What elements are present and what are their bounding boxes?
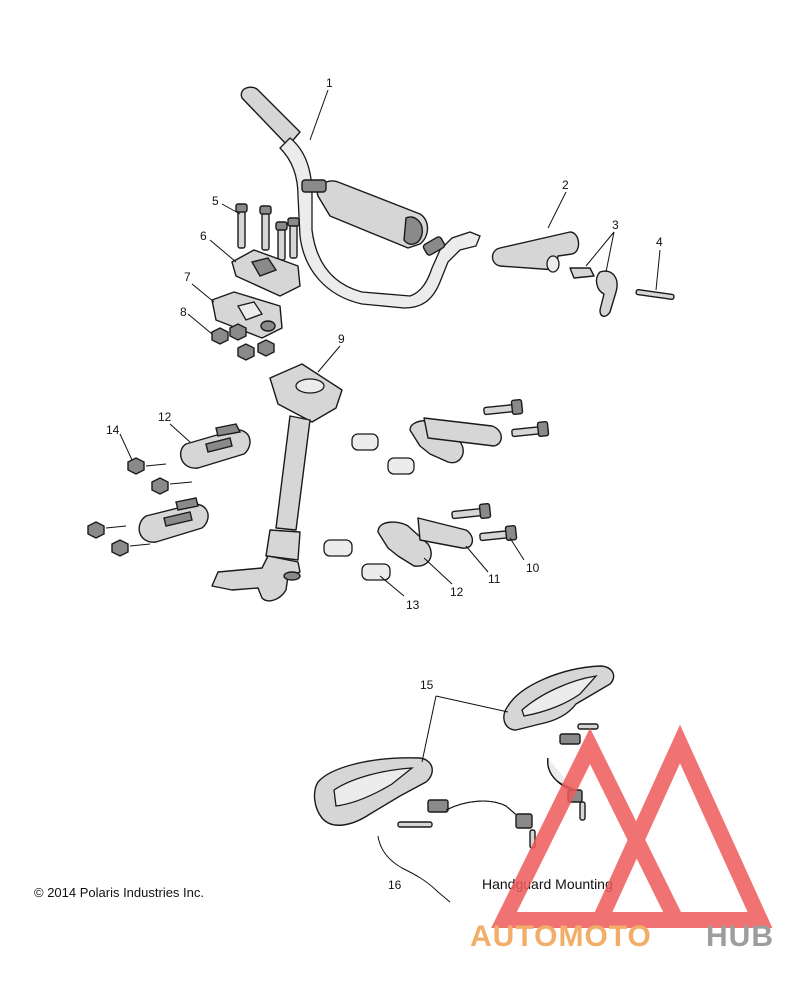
lower-right-clamp-set [323, 503, 518, 581]
lower-clamp-left [87, 423, 251, 557]
callout-12b: 12 [450, 585, 464, 599]
callout-2: 2 [562, 178, 569, 192]
callout-1: 1 [326, 76, 333, 90]
right-grip [491, 231, 580, 273]
callout-14: 14 [106, 423, 120, 437]
callout-13: 13 [406, 598, 420, 612]
watermark-text-orange: AUTOMOTO [470, 920, 652, 953]
pivot-pin [635, 288, 675, 301]
callout-3: 3 [612, 218, 619, 232]
upper-right-clamp-set [351, 399, 550, 475]
flange-nuts [211, 323, 275, 361]
watermark-text-gray: HUB [706, 920, 774, 953]
handguard-lower [313, 757, 536, 849]
callout-5: 5 [212, 194, 219, 208]
handguard-caption: Handguard Mounting [482, 876, 613, 892]
callout-12a: 12 [158, 410, 172, 424]
leader-lines [119, 89, 661, 903]
steering-post [211, 363, 343, 602]
callout-8: 8 [180, 305, 187, 319]
clamp-bolts [235, 203, 300, 261]
callout-7: 7 [184, 270, 191, 284]
handguard-upper [503, 665, 615, 821]
callout-11: 11 [488, 572, 501, 586]
callout-9: 9 [338, 332, 345, 346]
callout-10: 10 [526, 561, 540, 575]
callout-15: 15 [420, 678, 434, 692]
lower-clamp [211, 291, 283, 339]
copyright-text: © 2014 Polaris Industries Inc. [34, 885, 204, 900]
callout-4: 4 [656, 235, 663, 249]
upper-clamp [231, 249, 301, 297]
callout-16: 16 [388, 878, 402, 892]
throttle-assembly [569, 267, 618, 317]
callout-labels: 1 2 3 4 5 6 7 8 9 10 11 12 12 13 14 15 1… [106, 76, 663, 892]
watermark-triangle-small [587, 724, 773, 928]
callout-6: 6 [200, 229, 207, 243]
watermark-logo: AUTOMOTO HUB [470, 724, 774, 953]
handlebar [240, 86, 481, 309]
